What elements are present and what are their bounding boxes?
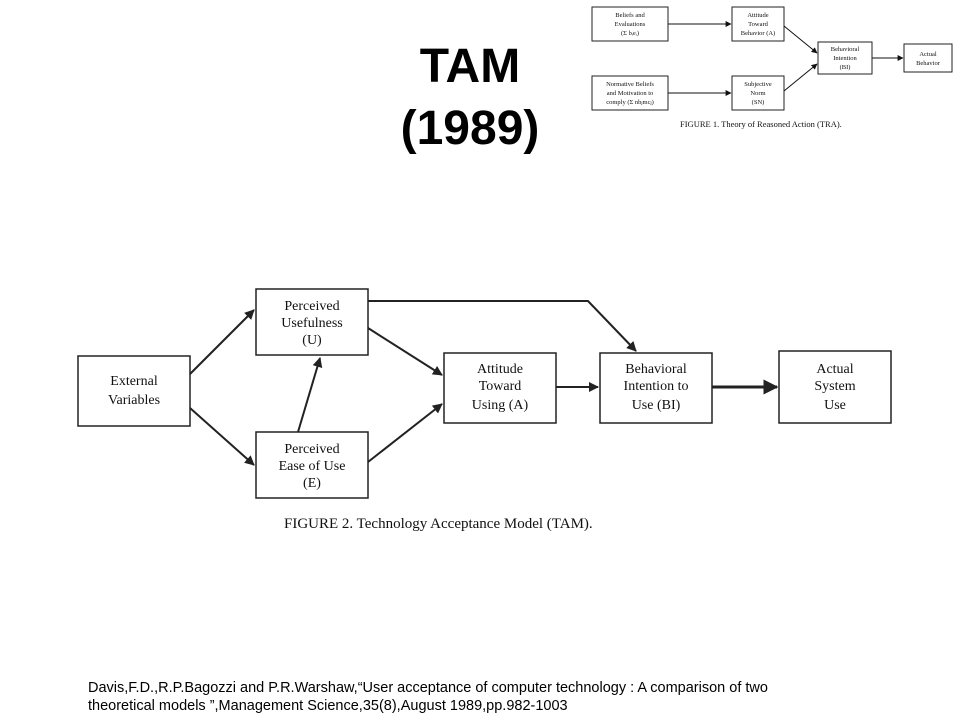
title-line-1: TAM (419, 40, 521, 93)
tra-bi-line-3: (BI) (840, 64, 851, 71)
title-line-2: (1989) (400, 102, 540, 155)
tam-intention-line-3: Use (BI) (632, 398, 681, 413)
tam-arrow-usefulness-attitude (367, 327, 443, 376)
tam-arrow-external-usefulness (189, 309, 255, 375)
tra-behavior-line-2: Behavior (916, 60, 941, 67)
tam-attitude-line-2: Toward (479, 379, 522, 394)
citation-line-2: theoretical models ”,Management Science,… (88, 698, 568, 714)
tam-usefulness-line-2: Usefulness (281, 316, 342, 331)
tra-sn-line-2: Norm (750, 90, 765, 97)
tam-intention-box: Behavioral Intention to Use (BI) (599, 352, 713, 424)
tam-usefulness-line-1: Perceived (284, 299, 339, 314)
tra-normative-line-1: Normative Beliefs (606, 81, 654, 88)
tra-caption: FIGURE 1. Theory of Reasoned Action (TRA… (680, 119, 842, 129)
tra-attitude-box: Attitude Toward Behavior (A) (731, 6, 785, 42)
tra-arrow-attitude-bi (783, 25, 818, 54)
tra-sn-line-3: (SN) (752, 99, 765, 106)
tam-usefulness-line-3: (U) (302, 333, 322, 348)
tra-arrow-sn-bi (783, 63, 818, 92)
tam-ease-line-2: Ease of Use (279, 459, 346, 474)
tra-attitude-line-1: Attitude (747, 12, 768, 19)
tam-usefulness-box: Perceived Usefulness (U) (255, 288, 369, 356)
tam-arrow-ease-usefulness (297, 357, 323, 433)
tra-beliefs-box: Beliefs and Evaluations (Σ bᵢeᵢ) (591, 6, 669, 42)
tam-ease-line-1: Perceived (284, 442, 339, 457)
tra-beliefs-line-1: Beliefs and (615, 12, 645, 19)
tra-subjective-norm-box: Subjective Norm (SN) (731, 75, 785, 111)
tra-bi-line-1: Behavioral (831, 46, 860, 53)
tra-sn-line-1: Subjective (744, 81, 772, 88)
tam-arrow-external-ease (189, 407, 255, 466)
tra-behavior-line-1: Actual (919, 51, 937, 58)
tam-attitude-box: Attitude Toward Using (A) (443, 352, 557, 424)
tam-external-line-2: Variables (108, 393, 160, 408)
tam-actual-line-3: Use (824, 398, 846, 413)
tam-attitude-line-3: Using (A) (472, 398, 529, 413)
tra-bi-line-2: Intention (833, 55, 857, 62)
tra-intention-box: Behavioral Intention (BI) (817, 41, 873, 75)
tam-attitude-line-1: Attitude (477, 362, 523, 377)
tam-arrow-usefulness-intention (368, 300, 637, 352)
tam-actual-use-box: Actual System Use (778, 350, 892, 424)
tra-attitude-line-2: Toward (748, 21, 769, 28)
tam-ease-of-use-box: Perceived Ease of Use (E) (255, 431, 369, 499)
tam-intention-line-2: Intention to (624, 379, 689, 394)
tam-intention-line-1: Behavioral (625, 362, 687, 377)
tra-normative-line-3: comply (Σ nbⱼmcⱼ) (606, 99, 654, 106)
tam-actual-line-1: Actual (816, 362, 853, 377)
tra-beliefs-line-3: (Σ bᵢeᵢ) (621, 30, 639, 37)
tam-caption: FIGURE 2. Technology Acceptance Model (T… (284, 516, 593, 532)
tam-arrow-ease-attitude (367, 403, 443, 463)
tra-normative-line-2: and Motivation to (607, 90, 654, 97)
tra-behavior-box: Actual Behavior (903, 43, 953, 73)
tam-ease-line-3: (E) (303, 476, 321, 491)
tam-external-line-1: External (110, 374, 158, 389)
tam-external-variables-box: External Variables (77, 355, 191, 427)
tra-normative-box: Normative Beliefs and Motivation to comp… (591, 75, 669, 111)
citation-line-1: Davis,F.D.,R.P.Bagozzi and P.R.Warshaw,“… (88, 680, 768, 696)
citation: Davis,F.D.,R.P.Bagozzi and P.R.Warshaw,“… (88, 679, 888, 715)
tam-actual-line-2: System (814, 379, 855, 394)
tra-attitude-line-3: Behavior (A) (741, 30, 775, 37)
slide-title: TAM (1989) (370, 36, 570, 160)
tra-beliefs-line-2: Evaluations (615, 21, 646, 28)
